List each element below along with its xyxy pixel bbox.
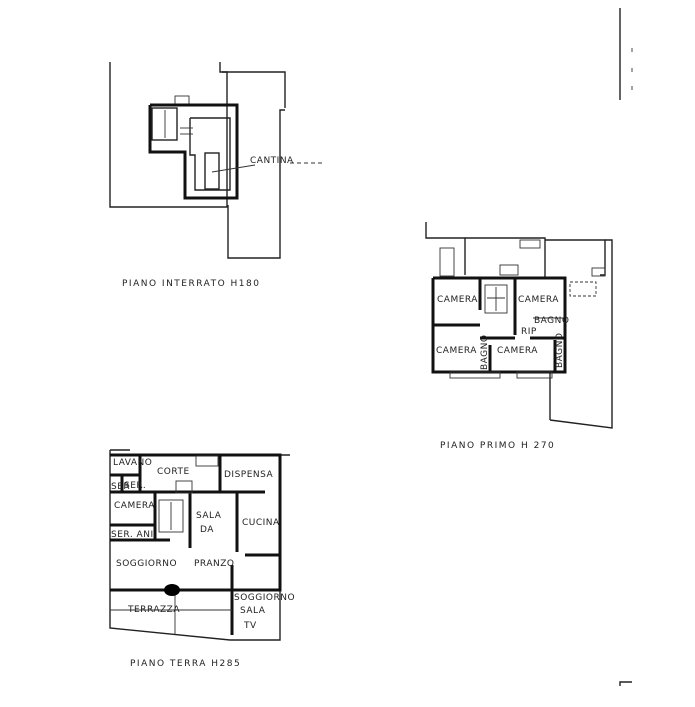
label-camera-2: CAMERA [518, 295, 559, 305]
label-corte: CORTE [157, 467, 190, 477]
label-ser-2: SER. [124, 481, 146, 491]
label-sala-tv: SALA [240, 606, 266, 616]
label-sala: SALA [196, 511, 222, 521]
label-bagno-3: BAGNO [555, 333, 565, 368]
label-soggiorno-1: SOGGIORNO [116, 559, 177, 569]
label-dispensa: DISPENSA [224, 470, 274, 480]
label-soggiorno-2: SOGGIORNO [234, 593, 295, 603]
caption-first-floor: PIANO PRIMO H 270 [440, 441, 555, 451]
first-floor-plan [425, 222, 613, 429]
caption-ground-floor: PIANO TERRA H285 [130, 659, 241, 669]
label-tv: TV [243, 621, 257, 631]
label-camera-3: CAMERA [436, 346, 477, 356]
label-rip: RIP [521, 327, 537, 337]
label-terrazza: TERRAZZA [127, 605, 180, 615]
label-camera-ground: CAMERA [114, 501, 155, 511]
label-cantina: CANTINA [250, 156, 294, 166]
label-pranzo: PRANZO [194, 559, 234, 569]
label-cucina: CUCINA [242, 518, 280, 528]
label-lavano: LAVANO [113, 458, 152, 468]
label-da: DA [200, 525, 214, 535]
basement-plan [109, 62, 325, 259]
ground-floor-plan [109, 449, 290, 641]
label-camera-1: CAMERA [437, 295, 478, 305]
label-ser-1: SER [111, 482, 130, 492]
caption-basement: PIANO INTERRATO H180 [122, 279, 260, 289]
label-bagno-2: BAGNO [480, 335, 490, 370]
sheet-edge-marks [619, 8, 633, 686]
label-camera-4: CAMERA [497, 346, 538, 356]
label-ser-ani: SER. ANI [111, 530, 154, 540]
label-bagno-1: BAGNO [534, 316, 569, 326]
